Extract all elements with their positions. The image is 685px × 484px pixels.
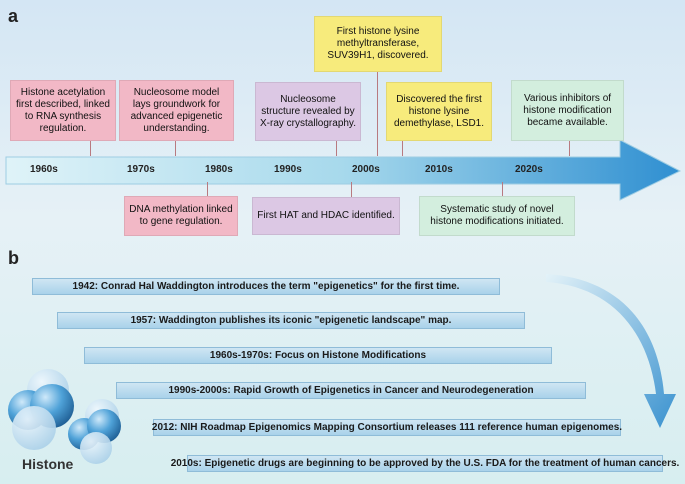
- event-box: First HAT and HDAC identified.: [252, 197, 400, 235]
- histone-icon: [8, 369, 121, 464]
- decade-2010s: 2010s: [425, 164, 453, 175]
- decade-1960s: 1960s: [30, 164, 58, 175]
- milestone-bar: 1957: Waddington publishes its iconic "e…: [57, 312, 525, 329]
- connector-line: [90, 141, 91, 156]
- event-box: DNA methylation linked to gene regulatio…: [124, 196, 238, 236]
- decade-2000s: 2000s: [352, 164, 380, 175]
- decade-1990s: 1990s: [274, 164, 302, 175]
- connector-line: [569, 141, 570, 156]
- milestone-bar: 2010s: Epigenetic drugs are beginning to…: [171, 455, 679, 472]
- connector-line: [207, 182, 208, 196]
- panel-b-label: b: [8, 248, 19, 268]
- connector-line: [377, 72, 378, 156]
- milestone-bar: 1990s-2000s: Rapid Growth of Epigenetics…: [116, 382, 586, 399]
- event-box: Histone acetylation first described, lin…: [10, 80, 116, 141]
- event-box: Nucleosome model lays groundwork for adv…: [119, 80, 234, 141]
- event-box: Discovered the first histone lysine deme…: [386, 82, 492, 141]
- connector-line: [336, 141, 337, 156]
- decade-1980s: 1980s: [205, 164, 233, 175]
- connector-line: [502, 182, 503, 196]
- decade-2020s: 2020s: [515, 164, 543, 175]
- curved-arrow: [546, 274, 676, 428]
- timeline-arrow: [5, 140, 682, 201]
- connector-line: [175, 141, 176, 156]
- connector-line: [351, 182, 352, 197]
- milestone-bar: 1960s-1970s: Focus on Histone Modificati…: [84, 347, 552, 364]
- milestone-bar: 1942: Conrad Hal Waddington introduces t…: [32, 278, 500, 295]
- histone-label: Histone: [22, 456, 74, 472]
- event-box: Systematic study of novel histone modifi…: [419, 196, 575, 236]
- event-box: First histone lysine methyltransferase, …: [314, 16, 442, 72]
- panel-a-label: a: [8, 6, 19, 26]
- event-box: Nucleosome structure revealed by X-ray c…: [255, 82, 361, 141]
- connector-line: [402, 141, 403, 156]
- event-box: Various inhibitors of histone modificati…: [511, 80, 624, 141]
- milestone-bar: 2012: NIH Roadmap Epigenomics Mapping Co…: [152, 419, 622, 436]
- decade-1970s: 1970s: [127, 164, 155, 175]
